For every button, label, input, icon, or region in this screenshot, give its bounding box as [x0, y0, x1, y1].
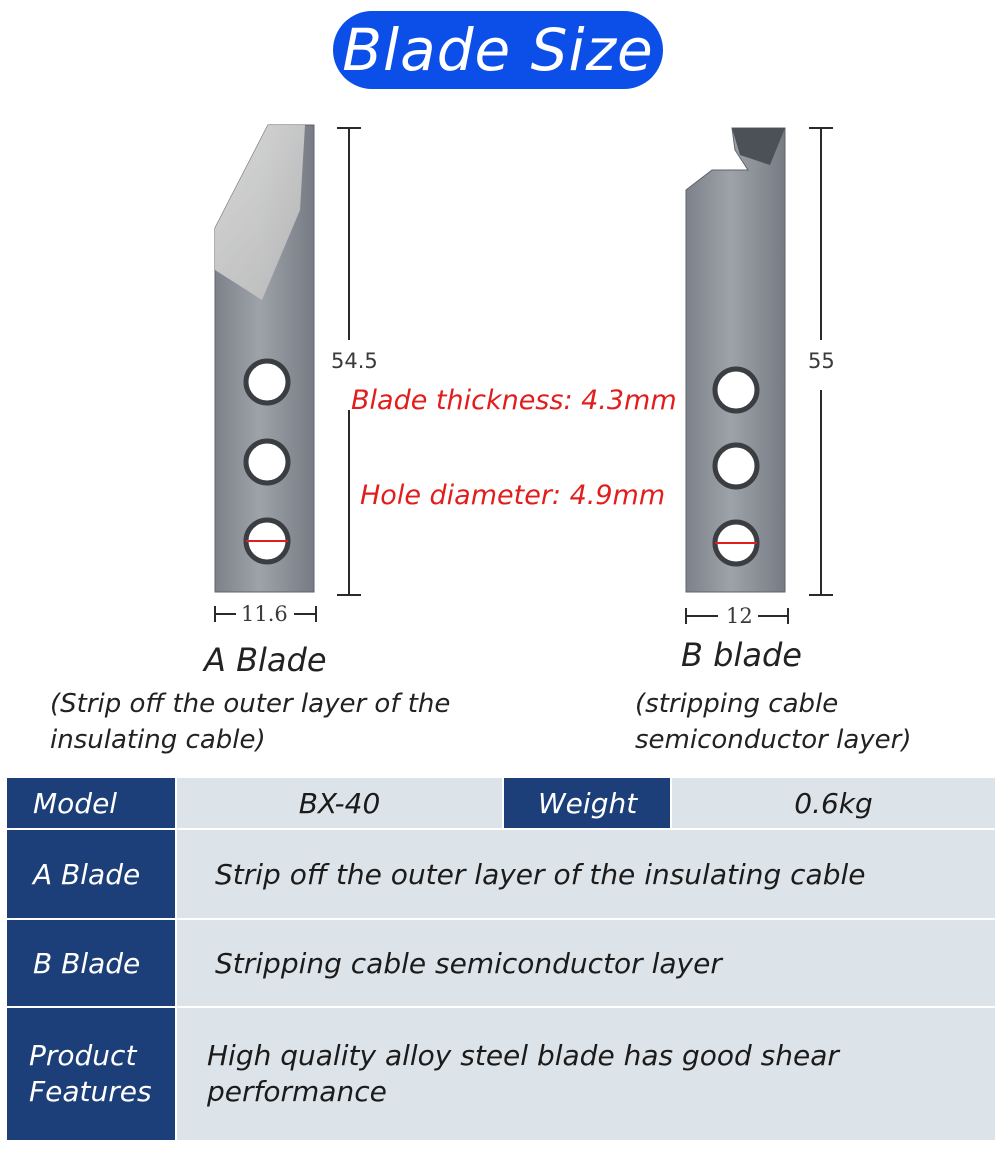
b-blade-label: B Blade: [5, 918, 177, 1008]
a-blade-image: [214, 124, 315, 593]
a-height-dimension: [337, 127, 361, 596]
a-width-label: 11.6: [241, 602, 288, 626]
a-blade-name: A Blade: [204, 641, 327, 679]
a-width-dimension: [214, 606, 317, 622]
weight-label: Weight: [502, 776, 672, 830]
features-value: High quality alloy steel blade has good …: [175, 1006, 997, 1142]
thickness-note: Blade thickness: 4.3mm: [351, 385, 677, 416]
b-height-dimension: [809, 127, 833, 596]
blade-illustrations: [214, 124, 833, 624]
b-blade-description: (stripping cable semiconductor layer): [635, 689, 912, 755]
a-blade-label: A Blade: [5, 828, 177, 920]
page-title: Blade Size: [333, 11, 663, 89]
table-row: Model BX-40 Weight 0.6kg: [5, 776, 997, 830]
b-width-label: 12: [726, 604, 753, 628]
b-height-label: 55: [808, 349, 835, 373]
b-width-dimension: [685, 608, 789, 624]
table-row: Product Features High quality alloy stee…: [5, 1006, 997, 1142]
spec-table: Model BX-40 Weight 0.6kg A Blade Strip o…: [5, 776, 997, 1142]
b-blade-name: B blade: [681, 636, 802, 674]
weight-value: 0.6kg: [670, 776, 997, 830]
features-label: Product Features: [5, 1006, 177, 1142]
a-blade-description: (Strip off the outer layer of the insula…: [50, 689, 451, 755]
b-blade-image: [685, 127, 786, 593]
a-height-label: 54.5: [331, 349, 378, 373]
b-blade-value: Stripping cable semiconductor layer: [175, 918, 997, 1008]
table-row: A Blade Strip off the outer layer of the…: [5, 828, 997, 920]
model-label: Model: [5, 776, 177, 830]
model-value: BX-40: [175, 776, 504, 830]
hole-diameter-note: Hole diameter: 4.9mm: [360, 480, 666, 511]
a-blade-value: Strip off the outer layer of the insulat…: [175, 828, 997, 920]
table-row: B Blade Stripping cable semiconductor la…: [5, 918, 997, 1008]
